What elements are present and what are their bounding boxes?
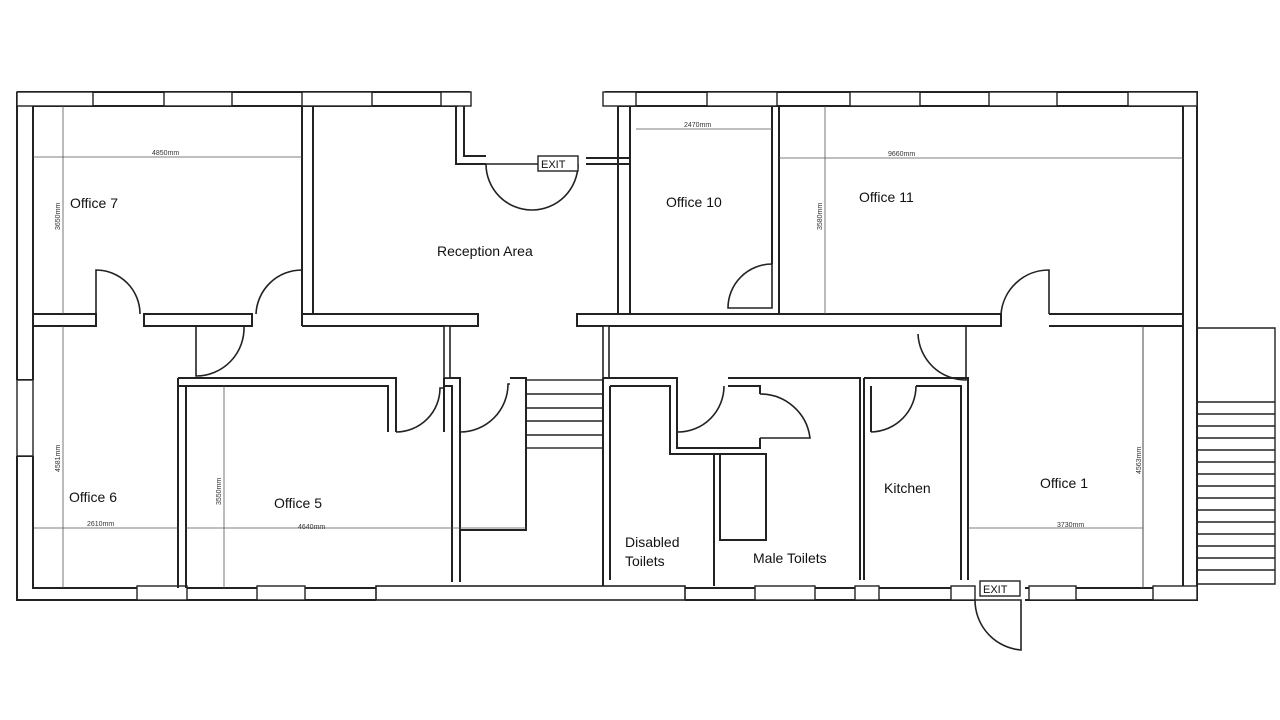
door-office5: [395, 387, 444, 433]
door-exit-bottom: [974, 599, 1022, 651]
dim-office7-width: 4850mm: [152, 150, 179, 157]
dim-office10-width: 2470mm: [684, 122, 711, 129]
exit-sign-bottom-box: [979, 580, 1021, 597]
door-stair: [459, 383, 510, 433]
dim-office6-width: 2610mm: [87, 521, 114, 528]
door-office7: [95, 269, 141, 315]
door-reception-left: [255, 269, 303, 315]
exit-sign-top: EXIT: [541, 159, 566, 171]
room-label-office6: Office 6: [69, 489, 117, 505]
door-disabled-toilets: [677, 385, 725, 433]
door-male-toilets: [759, 393, 811, 439]
room-label-office1: Office 1: [1040, 475, 1088, 491]
dim-office11-height: 3580mm: [817, 203, 824, 230]
room-label-kitchen: Kitchen: [884, 480, 931, 496]
room-label-office11: Office 11: [859, 189, 914, 205]
dimension-lines: [33, 106, 1183, 588]
room-label-male-toilets: Male Toilets: [753, 550, 827, 566]
dim-office5-height: 3550mm: [216, 478, 223, 505]
stairs-external: [1197, 327, 1276, 585]
door-office11: [1000, 269, 1050, 315]
dim-office6-height: 4581mm: [55, 445, 62, 472]
room-label-office10: Office 10: [666, 194, 722, 210]
dim-office1-height: 4563mm: [1136, 447, 1143, 474]
room-label-office5: Office 5: [274, 495, 322, 511]
door-office1: [917, 326, 967, 381]
outer-walls: [16, 91, 1198, 601]
room-label-disabled-toilets-2: Toilets: [625, 553, 665, 569]
dim-office1-width: 3730mm: [1057, 522, 1084, 529]
door-kitchen: [870, 385, 917, 433]
windows: [16, 91, 1198, 601]
door-entrance: [485, 163, 579, 211]
door-office6: [195, 325, 245, 377]
internal-walls: [33, 106, 1184, 588]
doors: [95, 163, 1050, 651]
exit-signs: EXIT EXIT: [537, 155, 1021, 597]
room-label-reception: Reception Area: [437, 243, 533, 259]
exit-sign-bottom: EXIT: [983, 584, 1008, 596]
room-label-office7: Office 7: [70, 195, 118, 211]
dim-office11-width: 9660mm: [888, 151, 915, 158]
dim-office7-height: 3650mm: [55, 203, 62, 230]
room-labels: Office 7 Reception Area Office 10 Office…: [69, 189, 1088, 569]
exit-sign-top-box: [537, 155, 579, 172]
dim-office5-width: 4640mm: [298, 524, 325, 531]
door-office10: [727, 263, 773, 309]
stairs-internal: [525, 379, 604, 449]
dimension-labels: 4850mm 3650mm 2470mm 9660mm 3580mm 2610m…: [55, 122, 1143, 531]
room-label-disabled-toilets-1: Disabled: [625, 534, 679, 550]
